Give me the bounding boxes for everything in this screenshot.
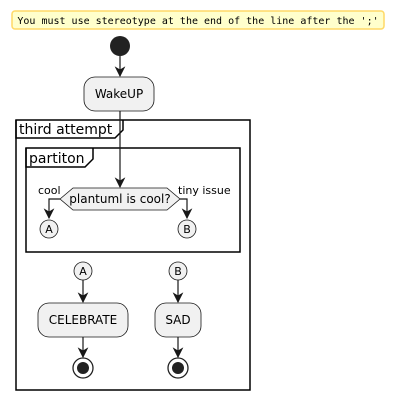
frame-third-attempt-label: third attempt: [19, 122, 113, 138]
warning-banner: You must use stereotype at the end of th…: [11, 10, 385, 30]
start-node: [110, 36, 130, 56]
frame-third-attempt: third attempt: [15, 119, 251, 391]
sad-label: SAD: [165, 313, 190, 327]
warning-box: [11, 10, 385, 30]
connector-b-in-label: B: [174, 265, 182, 278]
celebrate-label: CELEBRATE: [49, 313, 118, 327]
stop-node-left: [72, 357, 94, 379]
wakeup-activity: WakeUP: [83, 76, 155, 112]
connector-a-out: A: [39, 219, 59, 239]
stop-node-right: [167, 357, 189, 379]
connector-b-in: B: [168, 261, 188, 281]
frame-partiton: partiton: [25, 147, 241, 253]
edge-tiny-issue-branch: [180, 198, 193, 220]
edge-cool-branch: [43, 198, 60, 220]
warning-text: You must use stereotype at the end of th…: [17, 16, 378, 27]
connector-a-out-label: A: [45, 223, 53, 236]
connector-a-in: A: [73, 261, 93, 281]
branch-tiny-issue-label: tiny issue: [178, 184, 231, 197]
branch-cool-label: cool: [38, 184, 61, 197]
connector-a-in-label: A: [79, 265, 87, 278]
frame-partiton-label: partiton: [29, 151, 85, 167]
sad-activity: SAD: [154, 302, 202, 338]
connector-b-out: B: [177, 219, 197, 239]
wakeup-label: WakeUP: [95, 87, 143, 101]
decision-diamond: plantuml is cool?: [59, 187, 181, 211]
decision-question: plantuml is cool?: [69, 192, 170, 206]
celebrate-activity: CELEBRATE: [37, 302, 129, 338]
connector-b-out-label: B: [183, 223, 191, 236]
